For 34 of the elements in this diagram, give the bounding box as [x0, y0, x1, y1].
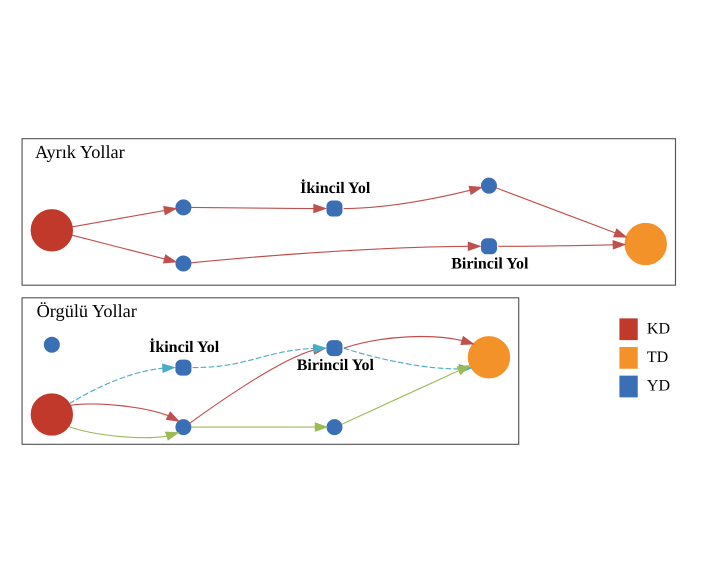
node-circle	[175, 199, 192, 216]
arrow	[69, 363, 176, 404]
node-circle	[480, 178, 497, 194]
node-circle	[326, 419, 342, 436]
legend-label: KD	[646, 320, 670, 338]
arrow	[344, 336, 475, 349]
legend-label: TD	[646, 349, 668, 366]
arrow	[342, 364, 472, 425]
legend-label: YD	[646, 378, 670, 395]
node-label: Birincil Yol	[296, 357, 374, 374]
node-label: Birincil Yol	[451, 255, 528, 272]
arrow	[72, 206, 178, 228]
node-circle	[175, 255, 192, 272]
node-circle	[480, 238, 497, 254]
arrow	[191, 204, 328, 214]
node-label: İkincil Yol	[300, 180, 370, 197]
node-circle	[175, 419, 192, 436]
arrow	[496, 187, 628, 238]
node-circle	[326, 200, 342, 217]
node-circle	[30, 393, 73, 436]
arrow	[190, 242, 482, 264]
arrow	[70, 403, 180, 422]
arrow	[190, 422, 329, 432]
arrow	[68, 426, 180, 441]
node-circle	[30, 209, 73, 252]
arrow	[498, 240, 626, 250]
node-circle	[175, 360, 192, 376]
node-circle	[326, 340, 342, 356]
node-label: İkincil Yol	[149, 338, 220, 356]
arrow	[72, 234, 178, 264]
node-circle	[468, 336, 510, 378]
arrow	[344, 186, 483, 210]
node-circle	[624, 222, 667, 266]
node-circle	[44, 336, 60, 353]
